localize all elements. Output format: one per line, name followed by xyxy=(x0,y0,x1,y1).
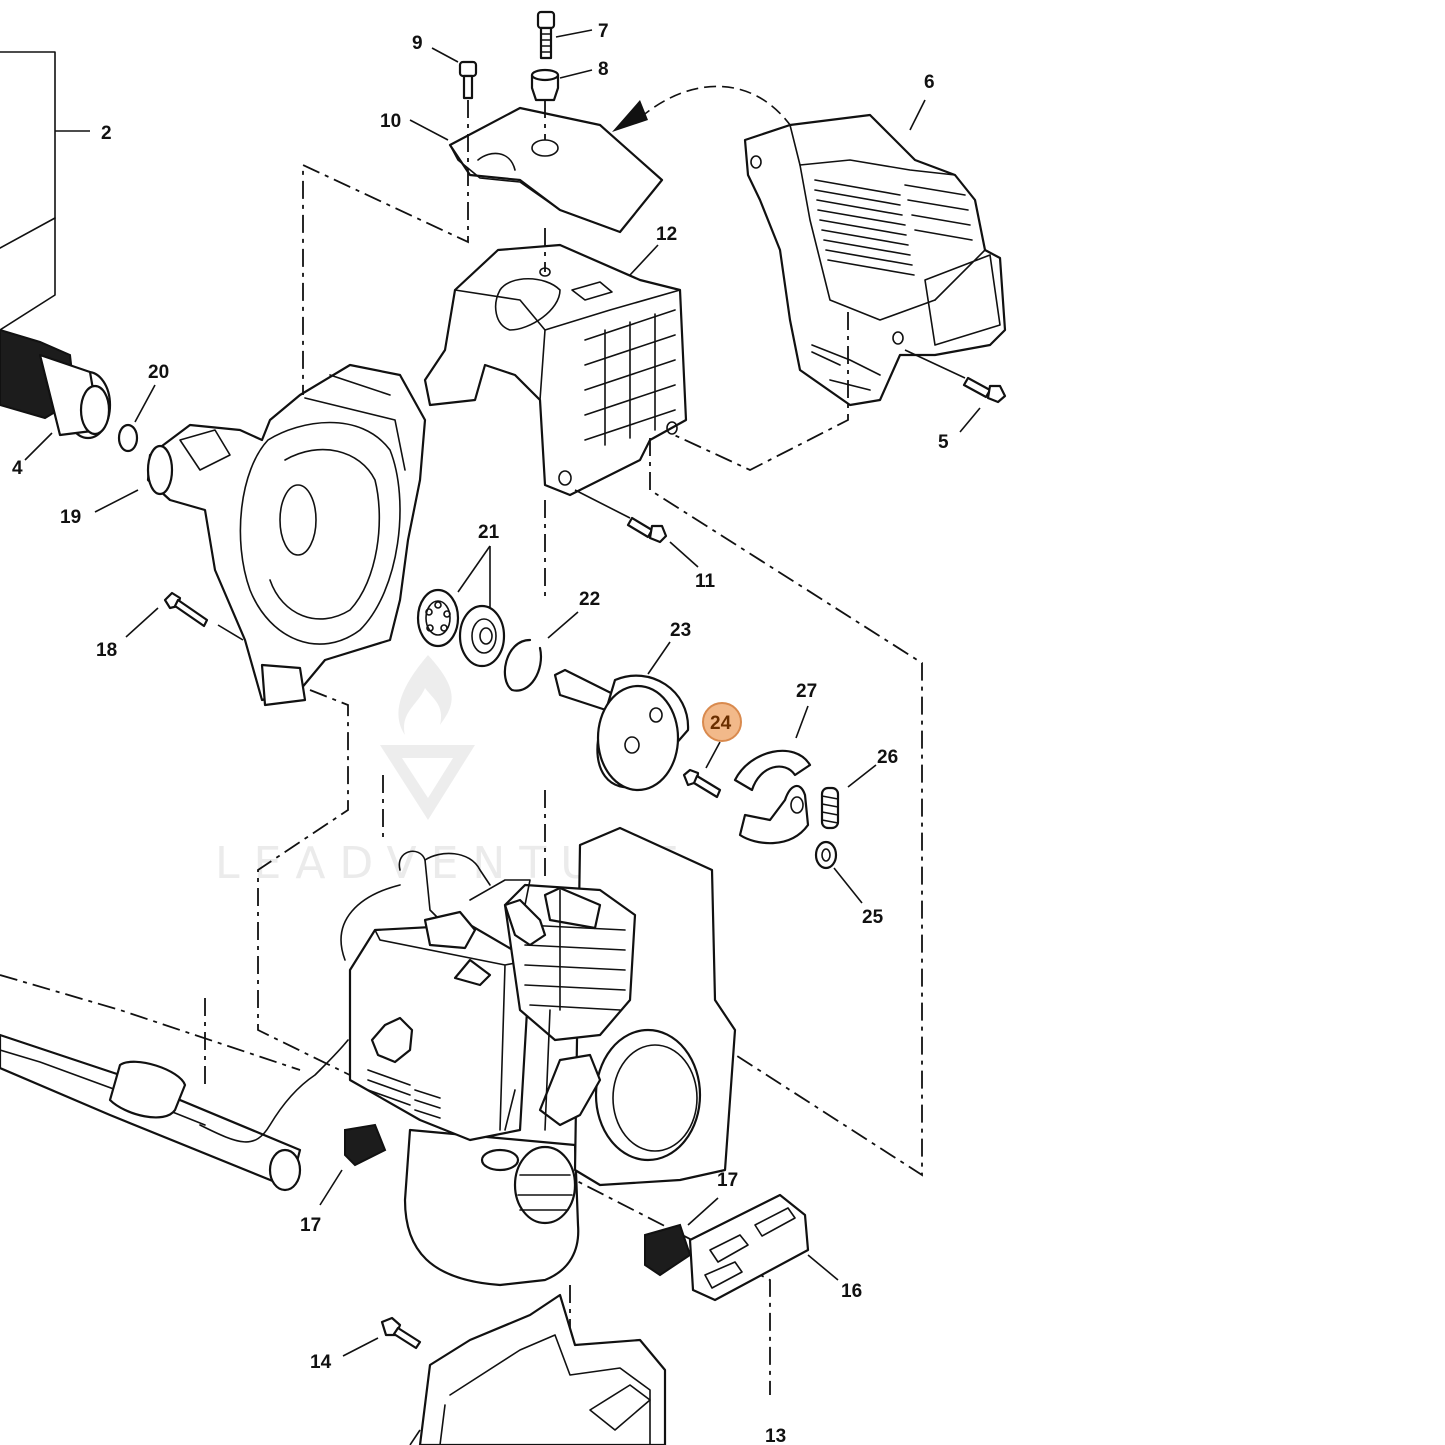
callout-23[interactable]: 23 xyxy=(670,620,691,641)
callout-19[interactable]: 19 xyxy=(60,507,81,528)
part-10-cover xyxy=(409,106,664,234)
callout-2[interactable]: 2 xyxy=(101,123,112,144)
callout-24[interactable]: 24 xyxy=(710,713,732,734)
part-24-shoulder-screw xyxy=(682,741,722,799)
callout-20[interactable]: 20 xyxy=(148,362,169,383)
part-20-circlip xyxy=(117,384,156,453)
part-4-hose-fitting xyxy=(0,328,112,461)
callout-25[interactable]: 25 xyxy=(862,907,884,928)
callout-8[interactable]: 8 xyxy=(598,59,609,80)
callout-5[interactable]: 5 xyxy=(938,432,949,453)
part-6-shroud xyxy=(743,99,1007,407)
part-14-screw xyxy=(342,1316,422,1357)
callout-14[interactable]: 14 xyxy=(310,1352,332,1373)
callout-labels: 2 4 5 6 7 8 9 10 11 12 13 14 16 17 17 18… xyxy=(12,21,949,1445)
part-16-bracket xyxy=(688,1193,839,1302)
part-2-bracket xyxy=(0,51,90,331)
part-13-gasket xyxy=(409,1293,667,1445)
part-25-washer xyxy=(814,840,863,904)
part-23-clutch-drum xyxy=(553,641,690,792)
part-9-screw xyxy=(431,47,478,100)
watermark-v-icon xyxy=(380,745,475,820)
callout-16[interactable]: 16 xyxy=(841,1281,862,1302)
callout-18[interactable]: 18 xyxy=(96,640,117,661)
callout-4[interactable]: 4 xyxy=(12,458,23,479)
part-27-clutch-shoes xyxy=(733,705,812,845)
callout-6[interactable]: 6 xyxy=(924,72,935,93)
callout-21[interactable]: 21 xyxy=(478,522,500,543)
callout-10[interactable]: 10 xyxy=(380,111,401,132)
part-22-circlip xyxy=(503,611,579,692)
part-7-screw xyxy=(536,10,593,60)
part-21-bearings xyxy=(416,545,506,668)
callout-9[interactable]: 9 xyxy=(412,33,423,54)
callout-17-right[interactable]: 17 xyxy=(717,1170,738,1191)
callout-11[interactable]: 11 xyxy=(695,571,716,592)
part-17-grommet-right xyxy=(644,1197,719,1277)
callout-22[interactable]: 22 xyxy=(579,589,600,610)
callout-7[interactable]: 7 xyxy=(598,21,609,42)
callout-17-left[interactable]: 17 xyxy=(300,1215,321,1236)
part-12-shroud xyxy=(423,243,688,497)
highlight-marker xyxy=(702,702,742,742)
part-26-spring xyxy=(820,764,877,830)
part-17-grommet-left xyxy=(319,1123,387,1206)
callout-27[interactable]: 27 xyxy=(796,681,817,702)
callout-12[interactable]: 12 xyxy=(656,224,677,245)
assembly-arrow xyxy=(612,85,801,141)
callout-26[interactable]: 26 xyxy=(877,747,898,768)
part-8-sleeve xyxy=(530,68,593,102)
part-11-screw xyxy=(574,489,699,568)
part-19-fan-housing xyxy=(94,363,427,707)
part-throttle-cable-tube xyxy=(0,1033,349,1192)
part-5-screw xyxy=(904,349,1007,433)
part-engine-assembly xyxy=(340,826,737,1287)
callout-13[interactable]: 13 xyxy=(765,1426,786,1445)
watermark-flame-icon xyxy=(398,655,452,735)
part-18-screw xyxy=(125,591,244,641)
